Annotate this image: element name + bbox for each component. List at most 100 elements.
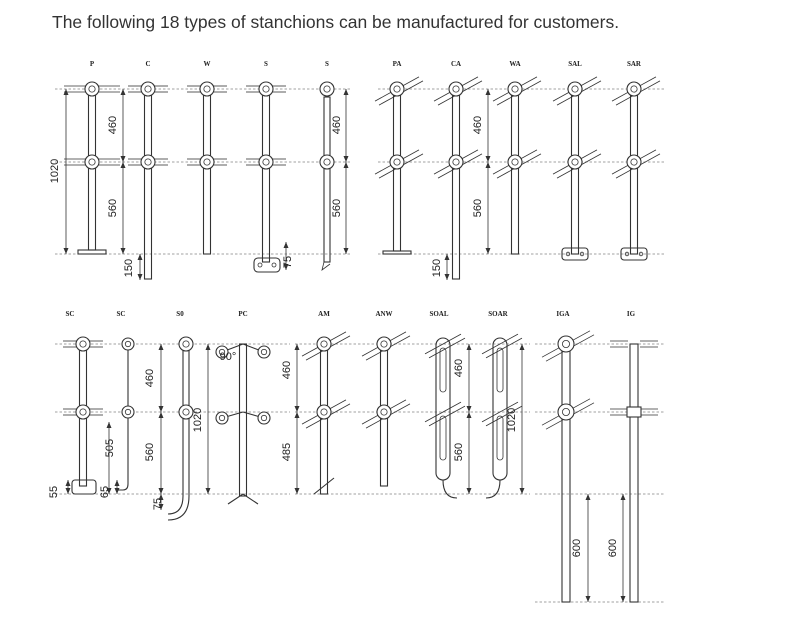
side-plate <box>253 257 281 273</box>
socket-hole <box>393 85 401 93</box>
arrow-head <box>466 344 472 350</box>
type-label: SOAL <box>429 310 448 318</box>
stanchion-post <box>167 344 190 521</box>
arrow-head <box>158 504 164 510</box>
socket-node <box>316 404 332 420</box>
socket-node <box>121 405 135 419</box>
dimension-label: 505 <box>104 439 116 457</box>
stanchion-post <box>629 88 639 255</box>
dimension-label: 460 <box>281 361 293 379</box>
arrow-head <box>137 254 143 260</box>
socket-hole <box>144 158 152 166</box>
type-label: C <box>145 60 150 68</box>
angled-rail <box>481 333 519 355</box>
socket-hole <box>79 340 87 348</box>
arrow-head <box>120 248 126 254</box>
socket-hole <box>203 158 211 166</box>
socket-node <box>389 154 405 170</box>
socket-node <box>199 154 215 170</box>
socket-node <box>316 336 332 352</box>
type-label: S <box>325 60 329 68</box>
arrow-head <box>158 406 164 412</box>
dimension-label: 1020 <box>49 159 61 183</box>
socket-node <box>376 336 392 352</box>
bolt-hole <box>565 251 571 257</box>
dimension-label: 485 <box>281 443 293 461</box>
angled-rail <box>424 333 462 355</box>
arrow-head <box>294 488 300 494</box>
socket-node <box>507 154 523 170</box>
arrow-head <box>444 254 450 260</box>
angled-rail <box>485 337 523 359</box>
dimension-label: 460 <box>107 116 119 134</box>
socket-hole <box>630 158 638 166</box>
socket-node <box>75 404 91 420</box>
angled-rail <box>481 401 519 423</box>
arrow-head <box>120 156 126 162</box>
socket-hole <box>380 340 388 348</box>
socket-node <box>448 154 464 170</box>
arrow-head <box>343 156 349 162</box>
arrow-head <box>65 480 71 486</box>
socket-node <box>215 411 229 425</box>
socket-node <box>75 336 91 352</box>
socket-node <box>258 154 274 170</box>
stanchion-post <box>261 88 271 263</box>
socket-hole <box>562 339 571 348</box>
bolt-hole <box>638 251 644 257</box>
socket-hole <box>218 414 226 422</box>
socket-node <box>376 404 392 420</box>
tripod-base <box>227 493 259 505</box>
socket-node <box>84 154 100 170</box>
stanchion-post <box>561 343 571 603</box>
arrow-head <box>205 488 211 494</box>
stanchion-post <box>143 88 153 280</box>
socket-hole <box>562 407 571 416</box>
base-plate <box>382 250 412 255</box>
socket-node <box>257 345 271 359</box>
stanchion-post <box>570 88 580 255</box>
socket-hole <box>182 408 190 416</box>
arrow-head <box>106 488 112 494</box>
socket-node <box>257 411 271 425</box>
stanchion-post <box>451 88 461 280</box>
arrow-head <box>466 412 472 418</box>
socket-hole <box>571 158 579 166</box>
socket-hole <box>262 85 270 93</box>
arrow-head <box>283 242 289 248</box>
dimension-label: 560 <box>453 443 465 461</box>
dimension-label: 150 <box>123 259 135 277</box>
socket-node <box>84 81 100 97</box>
socket-node <box>178 336 194 352</box>
slot <box>439 347 447 393</box>
dimension-label: 460 <box>144 369 156 387</box>
dimension-label: 75 <box>152 498 164 510</box>
arrow-head <box>343 89 349 95</box>
socket-hole <box>511 85 519 93</box>
dimension-label: 560 <box>107 199 119 217</box>
type-label: AM <box>318 310 330 318</box>
arrow-head <box>444 274 450 280</box>
socket-hole <box>88 85 96 93</box>
socket-node <box>557 403 575 421</box>
socket-hole <box>511 158 519 166</box>
socket-hole <box>144 85 152 93</box>
stanchion-post <box>629 343 639 603</box>
bolt-hole <box>271 262 277 268</box>
arrow-head <box>120 162 126 168</box>
socket-node <box>557 335 575 353</box>
dimension-label: 460 <box>453 359 465 377</box>
socket-hole <box>630 85 638 93</box>
arrow-head <box>620 596 626 602</box>
arrow-head <box>283 264 289 270</box>
bolt-hole <box>579 251 585 257</box>
type-label: CA <box>451 60 461 68</box>
arrow-head <box>294 412 300 418</box>
socket-node <box>319 81 335 97</box>
stanchion-post <box>202 88 212 255</box>
type-label: SAR <box>627 60 642 68</box>
dimension-label: 75 <box>282 256 294 268</box>
side-plate <box>71 479 97 495</box>
